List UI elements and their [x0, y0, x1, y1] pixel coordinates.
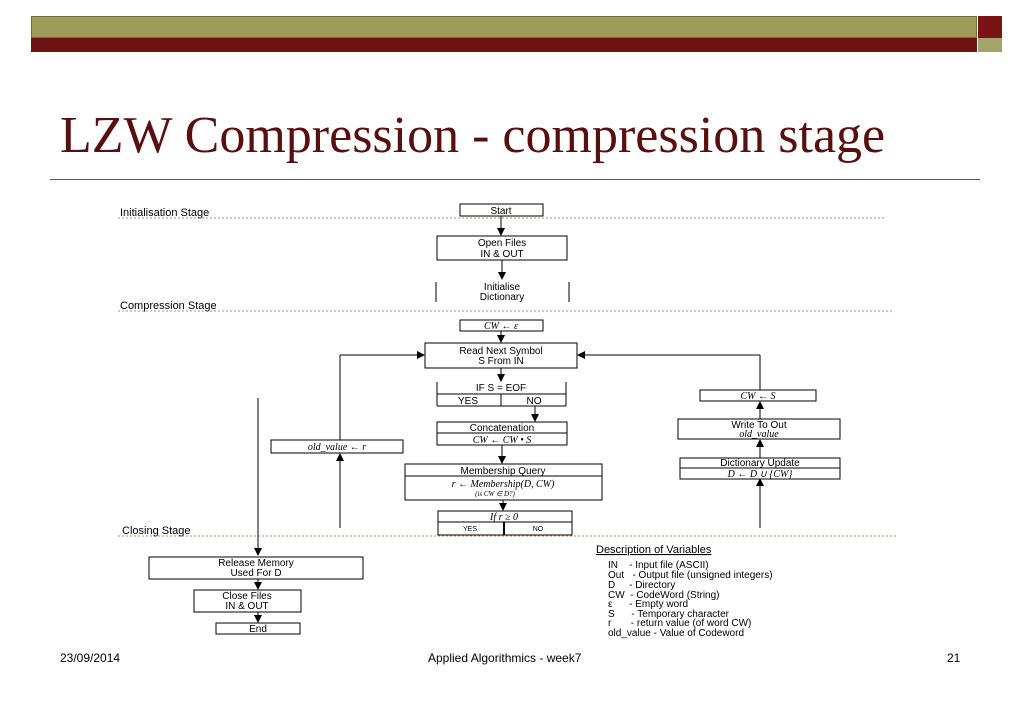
start-label: Start	[490, 206, 511, 217]
if-eof-no: NO	[527, 396, 542, 407]
open-files-node	[436, 235, 568, 261]
legend-item: ε - Empty word	[608, 599, 688, 610]
write-out-label-2: old_value	[739, 429, 779, 440]
stage-label-compression: Compression Stage	[120, 300, 217, 312]
legend-item: S - Temporary character	[608, 609, 730, 620]
legend-item: CW - CodeWord (String)	[608, 590, 720, 601]
cw-empty-label: CW ← ε	[484, 321, 518, 332]
read-symbol-label-1: Read Next Symbol	[459, 346, 542, 357]
membership-label-2: r ← Membership(D, CW)	[452, 479, 555, 490]
stage-label-initialisation: Initialisation Stage	[120, 207, 209, 219]
stage-label-closing: Closing Stage	[122, 525, 191, 537]
legend-item: IN - Input file (ASCII)	[608, 560, 709, 571]
legend-item: old_value - Value of Codeword	[608, 628, 744, 639]
init-dict-label-2: Dictionary	[480, 292, 524, 303]
dict-update-label-2: D ← D ∪ {CW}	[727, 469, 793, 480]
if-eof-yes: YES	[458, 396, 478, 407]
membership-query-node	[404, 463, 603, 501]
open-files-label-1: Open Files	[478, 238, 526, 249]
if-r-yes: YES	[463, 526, 477, 533]
footer-course: Applied Algorithmics - week7	[428, 651, 582, 665]
title-divider	[50, 179, 980, 180]
concatenation-label-2: CW ← CW • S	[473, 435, 532, 446]
end-label: End	[249, 624, 267, 635]
banner-olive-stripe	[31, 16, 977, 38]
read-symbol-label-2: S From IN	[478, 356, 524, 367]
release-mem-label-2: Used For D	[230, 568, 281, 579]
membership-label-3: (is CW ∈ D?)	[475, 490, 515, 498]
banner-maroon-stripe	[31, 38, 977, 52]
if-r-label: If r ≥ 0	[489, 512, 518, 523]
write-out-node	[677, 418, 841, 440]
cw-s-node	[699, 389, 817, 402]
if-eof-label: IF S = EOF	[476, 383, 526, 394]
footer-page-number: 21	[947, 651, 961, 665]
banner-corner-maroon	[978, 16, 1002, 38]
dict-update-label-1: Dictionary Update	[720, 458, 800, 469]
init-dict-label-1: Initialise	[484, 282, 521, 293]
release-mem-label-1: Release Memory	[218, 558, 294, 569]
legend-item: D - Directory	[608, 580, 675, 591]
old-value-label: old_value ← r	[308, 442, 366, 453]
cw-s-label: CW ← S	[741, 391, 776, 402]
top-banner	[31, 16, 977, 52]
if-r-no: NO	[533, 526, 544, 533]
membership-label-1: Membership Query	[460, 466, 545, 477]
slide-title: LZW Compression - compression stage	[60, 107, 886, 164]
legend-item: Out - Output file (unsigned integers)	[608, 570, 773, 581]
legend-item: r - return value (of word CW)	[608, 618, 751, 629]
footer-date: 23/09/2014	[60, 651, 121, 665]
read-symbol-node	[424, 342, 578, 369]
close-files-label-2: IN & OUT	[225, 601, 268, 612]
write-out-label-1: Write To Out	[731, 420, 786, 431]
release-memory-node	[148, 556, 364, 580]
close-files-label-1: Close Files	[222, 591, 271, 602]
concatenation-label-1: Concatenation	[470, 423, 535, 434]
close-files-node	[193, 589, 302, 613]
legend-title: Description of Variables	[596, 544, 712, 556]
open-files-label-2: IN & OUT	[480, 249, 523, 260]
end-node	[215, 622, 301, 635]
banner-corner-olive	[978, 38, 1002, 52]
